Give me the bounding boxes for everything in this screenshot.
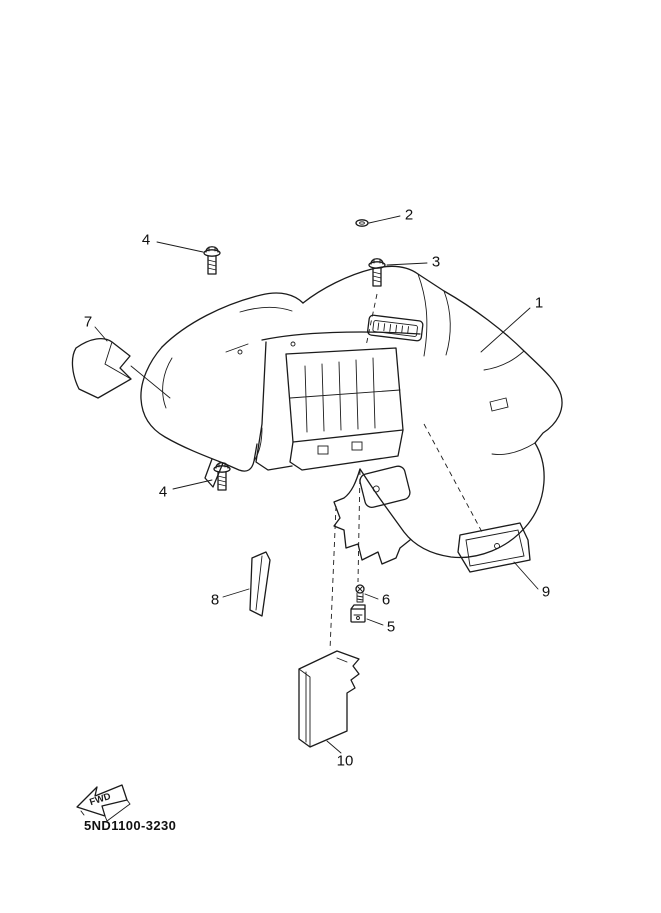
diagram-part-code: 5ND1100-3230 <box>84 818 177 833</box>
flange-bolt-4-top <box>203 246 221 275</box>
rear-fender-right-wing <box>302 265 563 565</box>
part-callout-4b[interactable]: 4 <box>158 483 168 501</box>
part-callout-6[interactable]: 6 <box>381 591 391 609</box>
part-callout-2[interactable]: 2 <box>404 206 414 224</box>
part-callout-10[interactable]: 10 <box>336 752 354 770</box>
part-callout-8[interactable]: 8 <box>210 591 220 609</box>
spring-nut-part <box>350 604 366 623</box>
washer-clip-part <box>355 219 369 227</box>
callout-leader-lines <box>94 215 539 754</box>
mud-flap-part <box>457 522 531 573</box>
small-screw-part <box>355 584 365 603</box>
fender-left-wing <box>140 292 304 488</box>
fwd-arrow: FWD <box>76 784 131 822</box>
part-callout-5[interactable]: 5 <box>386 618 396 636</box>
trim-strip-part <box>249 551 271 617</box>
assembly-dashed-lines <box>329 293 483 651</box>
part-callout-9[interactable]: 9 <box>541 583 551 601</box>
flange-bolt-3 <box>368 258 386 287</box>
part-callout-3[interactable]: 3 <box>431 253 441 271</box>
part-callout-4a[interactable]: 4 <box>141 231 151 249</box>
fender-center-box <box>255 331 421 471</box>
side-flap-part <box>71 337 132 399</box>
yamaha-plate <box>367 314 424 342</box>
part-callout-1[interactable]: 1 <box>534 294 544 312</box>
part-callout-7[interactable]: 7 <box>83 313 93 331</box>
guard-bracket-part <box>298 650 360 748</box>
